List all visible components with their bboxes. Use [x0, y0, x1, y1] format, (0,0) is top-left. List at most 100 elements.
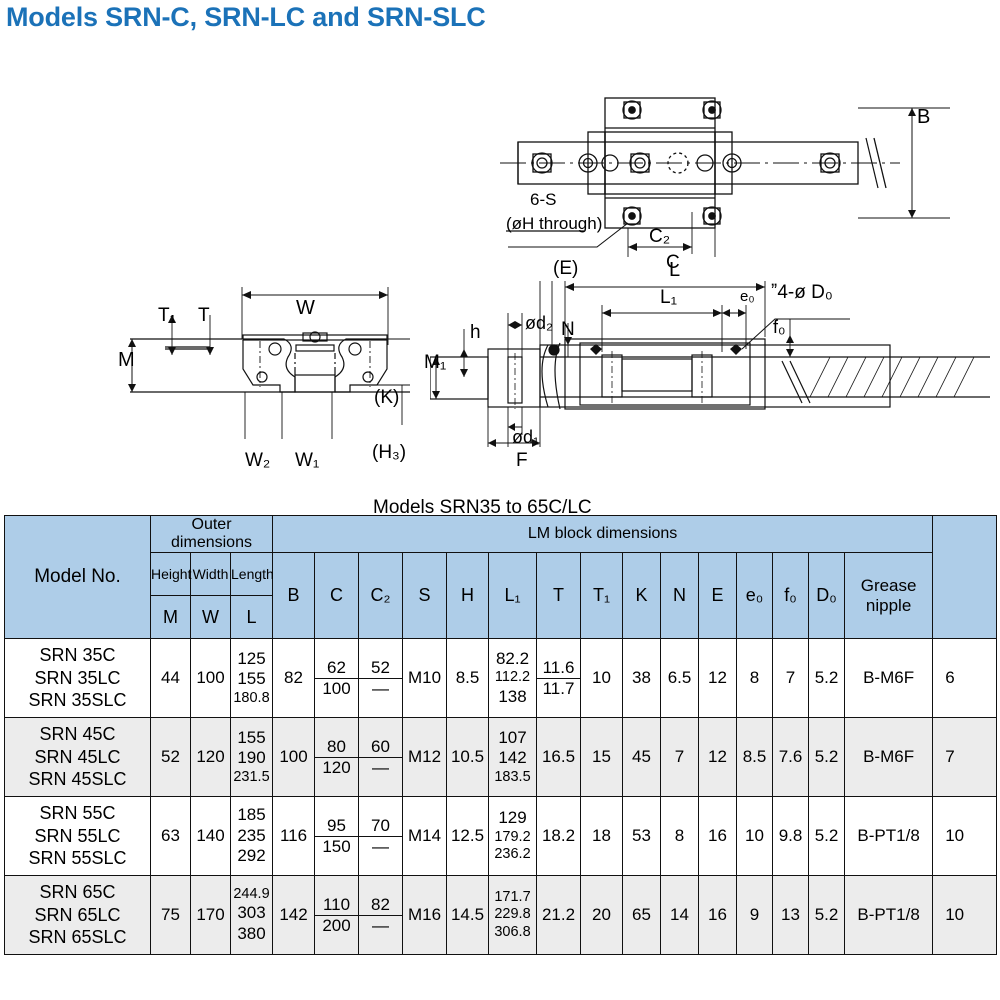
label-f0: f₀ — [773, 317, 786, 337]
cell-B: 82 — [272, 638, 316, 718]
cell-C: 62 100 — [314, 638, 360, 718]
cell-L1-2: 179.2 — [494, 828, 531, 845]
cell-H: 8.5 — [446, 638, 490, 718]
cell-C2-top: 82 — [371, 894, 390, 914]
cell-L-3: 180.8 — [233, 689, 270, 706]
cell-e0: 8 — [736, 638, 774, 718]
model-name: SRN 45SLC — [28, 769, 127, 790]
side-view-drawing — [430, 281, 990, 447]
label-e-paren: (E) — [553, 258, 579, 279]
row-models: SRN 45C SRN 45LC SRN 45SLC — [4, 717, 151, 797]
cell-L1-2: 229.8 — [494, 906, 531, 923]
cell-T-top: 11.6 — [542, 657, 575, 677]
label-b: B — [917, 106, 931, 128]
label-e0: e₀ — [740, 288, 755, 305]
cell-N: 8 — [660, 796, 700, 876]
header-sym-K: K — [622, 552, 662, 639]
model-name: SRN 55C — [39, 802, 116, 823]
header-sym-D0: D₀ — [808, 552, 846, 639]
cell-K: 53 — [622, 796, 662, 876]
header-group-row: Model No. Outer dimensions LM block dime… — [4, 515, 998, 639]
cell-W: 140 — [190, 796, 231, 876]
label-6-s: 6-S — [530, 190, 557, 209]
cell-C-top: 62 — [327, 657, 346, 677]
cell-L1-3: 138 — [498, 686, 527, 706]
cell-S: M12 — [402, 717, 448, 797]
cell-T1: 15 — [580, 717, 624, 797]
cell-T1: 18 — [580, 796, 624, 876]
cell-f0: 13 — [772, 875, 810, 955]
cell-B: 142 — [272, 875, 316, 955]
header-sym-M: M — [150, 595, 191, 639]
model-name: SRN 35SLC — [28, 690, 127, 711]
cell-f0: 7.6 — [772, 717, 810, 797]
row-models: SRN 35C SRN 35LC SRN 35SLC — [4, 638, 151, 718]
header-sym-E: E — [698, 552, 738, 639]
cell-L1-1: 129 — [498, 808, 527, 828]
cell-e0: 8.5 — [736, 717, 774, 797]
row-models: SRN 65C SRN 65LC SRN 65SLC — [4, 875, 151, 955]
cell-D0: 5.2 — [808, 638, 846, 718]
cell-H3: 10 — [932, 875, 998, 955]
cell-M: 75 — [150, 875, 191, 955]
cell-C2: 82 — — [358, 875, 404, 955]
page-title: Models SRN-C, SRN-LC and SRN-SLC — [6, 2, 486, 32]
cell-S: M14 — [402, 796, 448, 876]
table-row[interactable]: SRN 65C SRN 65LC SRN 65SLC 75 170 244.9 … — [4, 875, 998, 955]
cell-D0: 5.2 — [808, 796, 846, 876]
cell-T: 16.5 — [536, 717, 582, 797]
cell-L-2: 235 — [237, 825, 266, 845]
cell-C-top: 95 — [327, 815, 346, 835]
header-sym-C2: C₂ — [358, 552, 404, 639]
cell-M: 44 — [150, 638, 191, 718]
label-h-through: (øH through) — [506, 214, 603, 233]
cell-L: 125 155 180.8 — [229, 638, 274, 718]
cell-e0: 10 — [736, 796, 774, 876]
cell-L-1: 125 — [237, 648, 266, 668]
cell-C: 80 120 — [314, 717, 360, 797]
cell-M: 63 — [150, 796, 191, 876]
table-body: SRN 35C SRN 35LC SRN 35SLC 44 100 125 15… — [4, 638, 998, 955]
header-sym-N: N — [660, 552, 700, 639]
technical-drawing-area: 6-S (øH through) C₂ C B — [0, 42, 1000, 518]
cell-T: 21.2 — [536, 875, 582, 955]
header-h3-spacer — [932, 515, 998, 639]
cell-f0: 9.8 — [772, 796, 810, 876]
plan-view-drawing — [500, 97, 950, 257]
label-l1: L₁ — [660, 287, 677, 308]
cell-B: 116 — [272, 796, 316, 876]
model-name: SRN 45LC — [34, 746, 121, 767]
model-name: SRN 65C — [39, 881, 116, 902]
table-row[interactable]: SRN 45C SRN 45LC SRN 45SLC 52 120 155 19… — [4, 717, 998, 797]
header-model-no: Model No. — [4, 515, 151, 639]
cell-T-bot: 11.7 — [537, 677, 581, 699]
table-row[interactable]: SRN 55C SRN 55LC SRN 55SLC 63 140 185 23… — [4, 796, 998, 876]
cell-H: 10.5 — [446, 717, 490, 797]
header-sym-f0: f₀ — [772, 552, 810, 639]
cell-L1: 107 142 183.5 — [488, 717, 538, 797]
cell-grease: B-PT1/8 — [844, 875, 934, 955]
specification-table-wrapper: Model No. Outer dimensions LM block dime… — [4, 515, 998, 955]
cell-C2-bot: — — [359, 835, 403, 857]
cell-L: 244.9 303 380 — [229, 875, 274, 955]
row-models: SRN 55C SRN 55LC SRN 55SLC — [4, 796, 151, 876]
cell-E: 16 — [698, 875, 738, 955]
table-row[interactable]: SRN 35C SRN 35LC SRN 35SLC 44 100 125 15… — [4, 638, 998, 718]
cell-T1: 10 — [580, 638, 624, 718]
cell-L-2: 155 — [237, 669, 266, 689]
cell-N: 14 — [660, 875, 700, 955]
cell-L-2: 303 — [237, 903, 266, 923]
header-height: Height — [150, 552, 191, 596]
cell-H3: 6 — [932, 638, 998, 718]
cell-D0: 5.2 — [808, 717, 846, 797]
label-c2: C₂ — [649, 226, 671, 247]
cell-C2: 60 — — [358, 717, 404, 797]
cell-L1-2: 142 — [498, 748, 527, 768]
header-sym-B: B — [272, 552, 316, 639]
cell-C-bot: 100 — [315, 677, 359, 699]
label-c: C — [666, 252, 680, 273]
label-f: F — [516, 450, 528, 471]
cell-C2-top: 52 — [371, 657, 390, 677]
cell-C-top: 80 — [327, 736, 346, 756]
label-w1: W₁ — [295, 450, 320, 471]
